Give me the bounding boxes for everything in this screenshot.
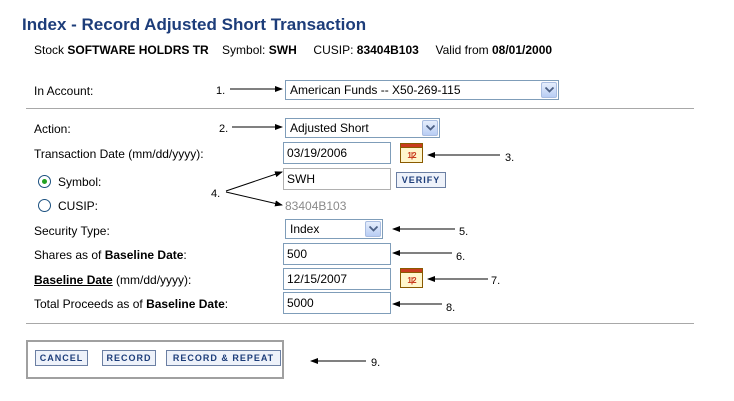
cusip-value: 83404B103 — [356, 43, 419, 57]
arrow-icon — [225, 171, 283, 192]
separator — [26, 323, 694, 324]
account-select-value: American Funds -- X50-269-115 — [290, 83, 461, 97]
verify-button[interactable]: VERIFY — [396, 172, 446, 188]
separator — [26, 108, 694, 109]
account-select[interactable]: American Funds -- X50-269-115 — [285, 80, 559, 100]
calendar-icon-numbers: 1|2 — [407, 275, 416, 285]
callout-number: 1. — [216, 85, 226, 97]
baseline-date-input[interactable]: 12/15/2007 — [283, 268, 391, 290]
radio-selected-icon — [42, 179, 47, 184]
symbol-radio[interactable] — [38, 175, 51, 188]
callout-number: 8. — [446, 302, 456, 314]
cusip-disabled-value: 83404B103 — [285, 199, 347, 213]
calendar-icon[interactable]: 1|2 — [400, 143, 423, 163]
callout-number: 3. — [505, 152, 515, 164]
callout-number: 4. — [211, 188, 221, 200]
callout-number: 9. — [371, 357, 381, 369]
symbol-value: SWH — [268, 43, 297, 57]
page-title: Index - Record Adjusted Short Transactio… — [22, 15, 367, 34]
cusip-radio-label: CUSIP: — [58, 199, 99, 213]
security-type-label: Security Type: — [34, 224, 110, 238]
arrow-icon — [225, 191, 283, 207]
transaction-date-input[interactable]: 03/19/2006 — [283, 142, 391, 164]
shares-label: Shares as of Baseline Date: — [34, 248, 187, 262]
cusip-label: CUSIP: — [313, 43, 354, 57]
action-select-value: Adjusted Short — [290, 121, 369, 135]
shares-label-prefix: Shares as of — [34, 248, 105, 262]
symbol-input[interactable]: SWH — [283, 168, 391, 190]
proceeds-label-suffix: : — [224, 297, 229, 311]
shares-label-suffix: : — [183, 248, 187, 262]
stock-label: Stock — [34, 43, 65, 57]
valid-label: Valid from — [435, 43, 489, 57]
security-type-select[interactable]: Index — [285, 219, 383, 239]
callout-number: 2. — [219, 123, 229, 135]
proceeds-input[interactable]: 5000 — [283, 292, 391, 314]
shares-input[interactable]: 500 — [283, 243, 391, 265]
valid-date: 08/01/2000 — [491, 43, 553, 57]
chevron-down-icon[interactable] — [541, 82, 557, 98]
action-select[interactable]: Adjusted Short — [285, 118, 440, 138]
transaction-date-label: Transaction Date (mm/dd/yyyy): — [34, 147, 204, 161]
baseline-date-label-suffix: (mm/dd/yyyy): — [112, 273, 192, 287]
callout-number: 7. — [491, 275, 501, 287]
cusip-radio[interactable] — [38, 199, 51, 212]
callout-number: 5. — [459, 226, 469, 238]
record-button[interactable]: RECORD — [102, 350, 156, 366]
calendar-icon[interactable]: 1|2 — [400, 268, 423, 288]
stock-name: SOFTWARE HOLDRS TR — [67, 43, 209, 57]
proceeds-label: Total Proceeds as of Baseline Date: — [34, 297, 228, 311]
symbol-label: Symbol: — [222, 43, 266, 57]
proceeds-label-prefix: Total Proceeds as of — [34, 297, 147, 311]
chevron-down-icon[interactable] — [422, 120, 438, 136]
account-label: In Account: — [34, 84, 94, 98]
calendar-icon-numbers: 1|2 — [407, 150, 416, 160]
cancel-button[interactable]: CANCEL — [35, 350, 88, 366]
security-type-value: Index — [290, 222, 320, 236]
record-and-repeat-button[interactable]: RECORD & REPEAT — [166, 350, 281, 366]
action-label: Action: — [34, 122, 71, 136]
shares-label-bold: Baseline Date — [104, 248, 184, 262]
chevron-down-icon[interactable] — [365, 221, 381, 237]
calendar-icon-header — [401, 144, 422, 148]
baseline-date-link[interactable]: Baseline Date — [34, 273, 113, 287]
symbol-radio-label: Symbol: — [58, 175, 102, 189]
callout-number: 6. — [456, 251, 466, 263]
proceeds-label-bold: Baseline Date — [146, 297, 225, 311]
baseline-date-label: Baseline Date (mm/dd/yyyy): — [34, 273, 191, 287]
stock-info-line: Stock SOFTWARE HOLDRS TR Symbol: SWH CUS… — [34, 43, 552, 57]
action-buttons-box — [26, 340, 284, 379]
calendar-icon-header — [401, 269, 422, 273]
